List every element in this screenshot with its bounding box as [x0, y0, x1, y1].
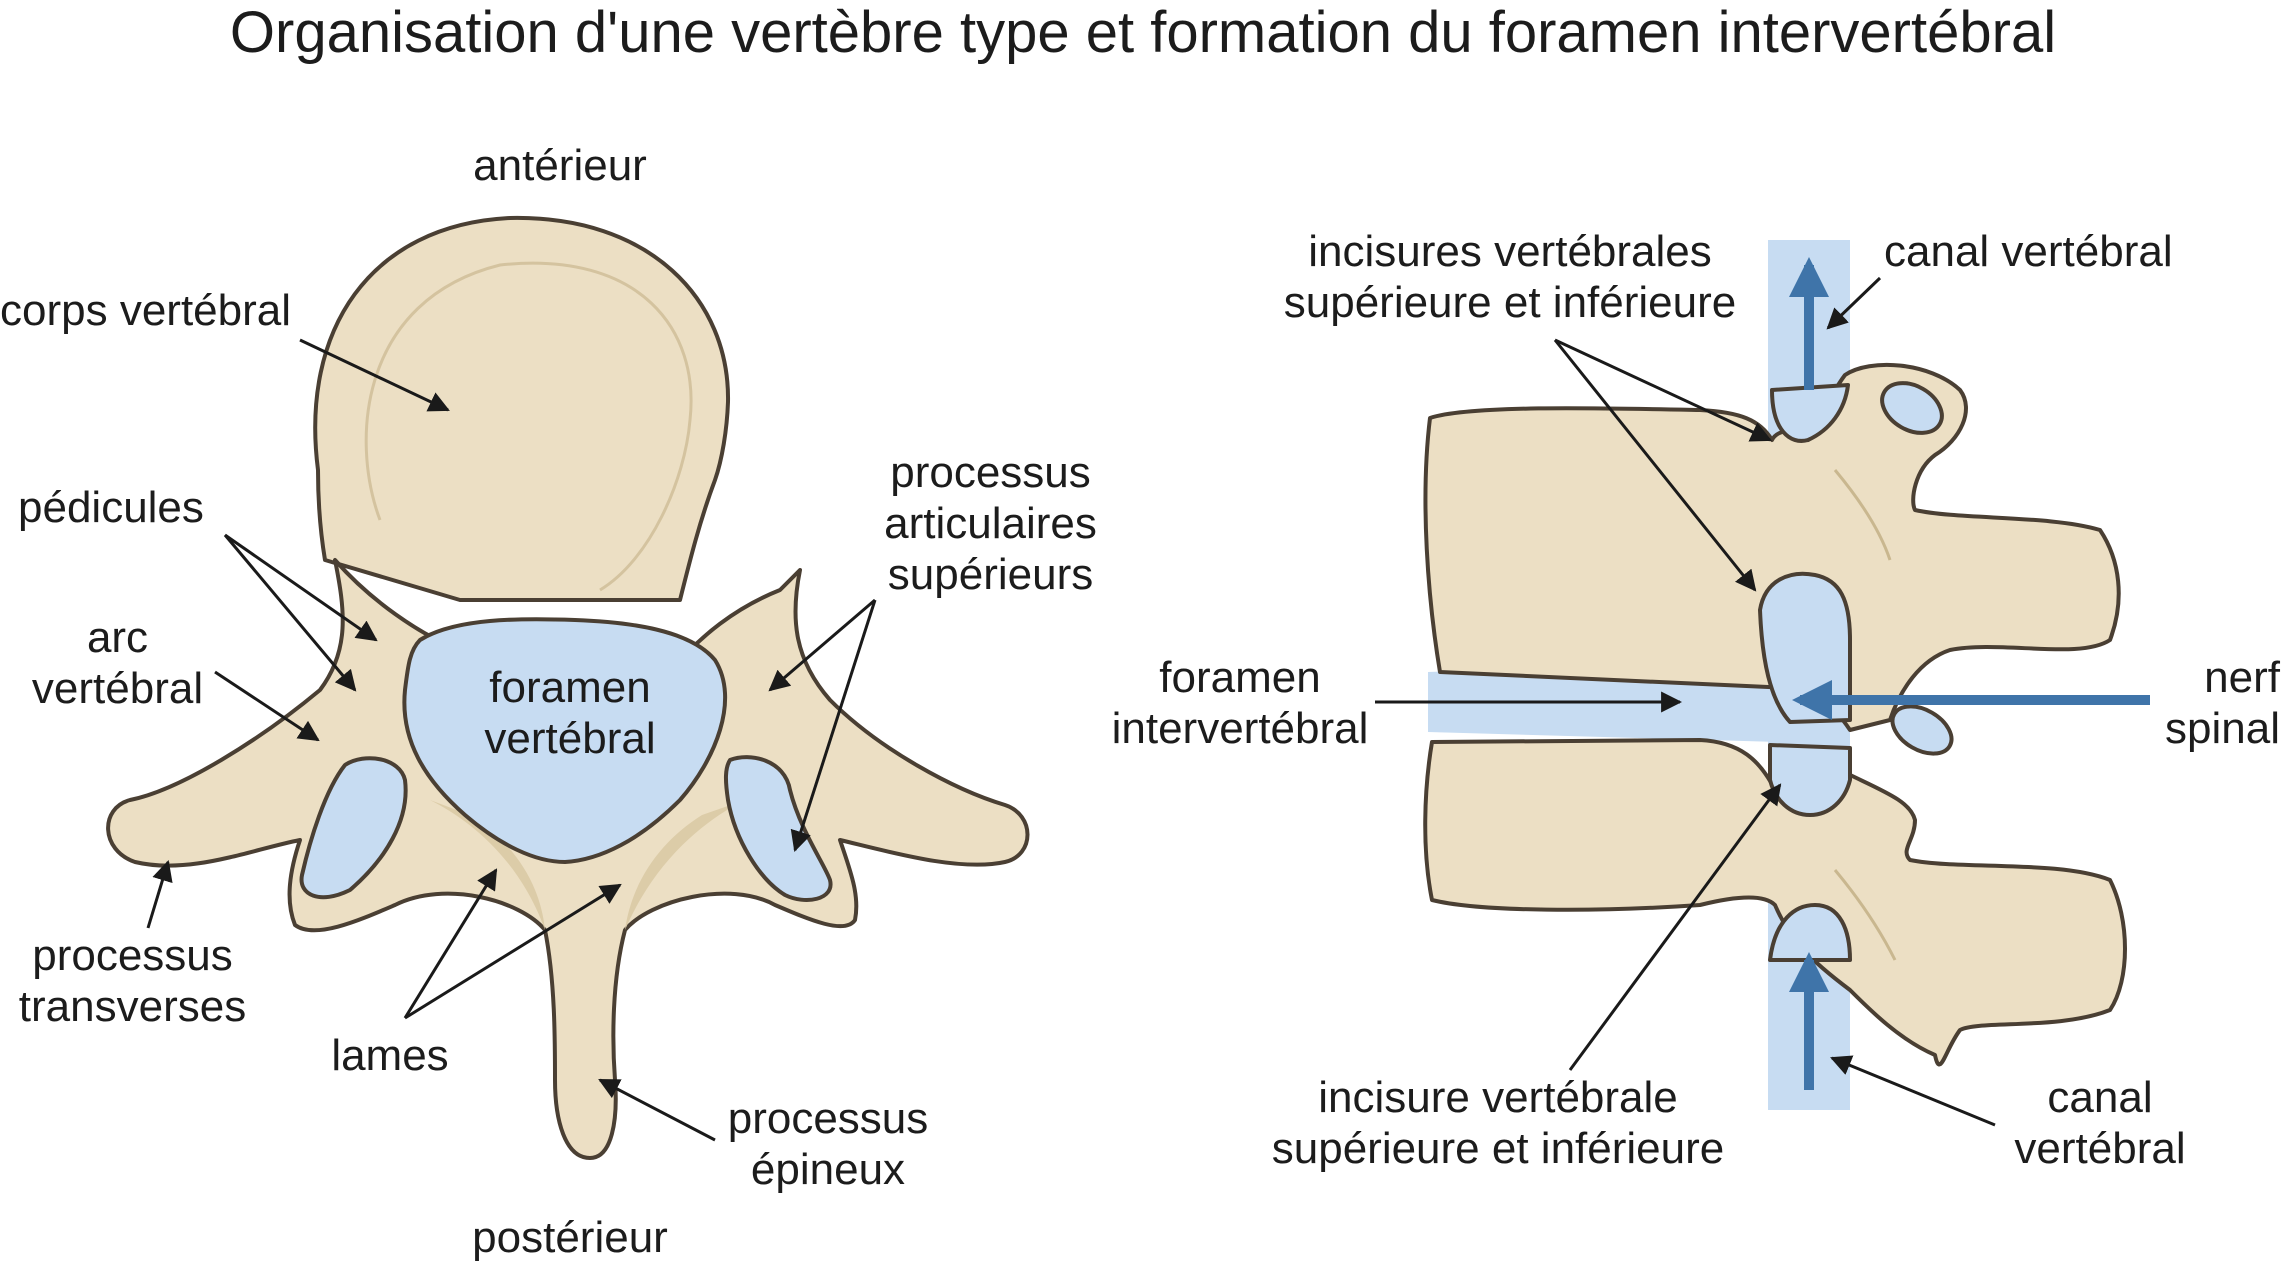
label-corps-vertebral: corps vertébral	[0, 286, 292, 335]
label-foramen-intervertebral: foramen intervertébral	[1095, 652, 1385, 754]
intervertebral-notch-lower	[1768, 743, 1852, 817]
vertebrae-lateral-view	[1423, 240, 2127, 1110]
label-incisures-bottom-line-1: incisure vertébrale	[1318, 1073, 1678, 1122]
label-foramen-line-2: vertébral	[484, 714, 656, 763]
vertebral-foramen	[402, 617, 728, 864]
label-nerf-spinal: nerf spinal	[2130, 652, 2280, 754]
lateral-articular-facet-middle	[1890, 704, 1954, 756]
ptr-articulaires-2	[790, 599, 877, 853]
articular-facet-right	[723, 755, 833, 902]
label-transverses-line-2: transverses	[18, 982, 247, 1031]
label-processus-epineux: processus épineux	[718, 1093, 938, 1195]
upper-vertebra-shading	[1833, 469, 1892, 561]
label-canal-vertebral-top: canal vertébral	[1884, 227, 2173, 276]
blue-arrows	[1789, 257, 2150, 1090]
label-canal-bottom-line-2: vertébral	[2014, 1124, 2186, 1173]
label-pedicules: pédicules	[18, 483, 204, 532]
label-incisures-top-line-1: incisures vertébrales	[1308, 227, 1712, 276]
ptr-corps	[299, 338, 450, 412]
ptr-articulaires-1	[768, 598, 876, 692]
vertebral-body	[313, 215, 731, 602]
label-nerf-line-2: spinal	[2165, 704, 2280, 753]
label-transverses-line-1: processus	[32, 931, 233, 980]
label-posterieur: postérieur	[472, 1213, 668, 1262]
label-epineux-line-1: processus	[727, 1094, 929, 1143]
ptr-incisures-top-2	[1553, 339, 1757, 592]
label-foramen-vertebral: foramen vertébral	[460, 662, 680, 764]
lower-vertebra	[1423, 738, 2127, 1067]
ptr-transverses	[146, 859, 173, 929]
ptr-arc	[214, 670, 320, 742]
label-articulaires-line-2: articulaires	[884, 499, 1097, 548]
ptr-lames-1	[403, 868, 498, 1019]
label-incisures-top-line-2: supérieure et inférieure	[1283, 278, 1737, 327]
label-incisures-bottom-line-2: supérieure et inférieure	[1271, 1124, 1725, 1173]
label-incisures-bottom: incisure vertébrale supérieure et inféri…	[1258, 1072, 1738, 1174]
lower-vertebra-shading	[1833, 869, 1897, 961]
diagram-title: Organisation d'une vertèbre type et form…	[229, 0, 2057, 65]
ptr-lames-2	[404, 883, 622, 1020]
label-incisures-top: incisures vertébrales supérieure et infé…	[1270, 226, 1750, 328]
label-canal-vertebral-bottom: canal vertébral	[2000, 1072, 2200, 1174]
ptr-canal-bottom	[1830, 1055, 1996, 1127]
label-arc-line-2: vertébral	[31, 664, 204, 713]
vertebra-superior-view	[106, 215, 1030, 1160]
label-arc-line-1: arc	[86, 613, 149, 662]
label-processus-articulaires: processus articulaires supérieurs	[868, 447, 1113, 600]
ptr-pedicule-2	[223, 534, 357, 692]
label-anterieur: antérieur	[473, 141, 647, 190]
label-processus-transverses: processus transverses	[10, 930, 255, 1032]
label-nerf-line-1: nerf	[2204, 653, 2280, 702]
ptr-canal-top	[1826, 276, 1882, 330]
upper-vertebral-notch-top	[1770, 383, 1850, 443]
label-arc-vertebral: arc vertébral	[20, 612, 215, 714]
lower-vertebral-notch-bottom	[1768, 903, 1852, 962]
ptr-incisures-bottom	[1568, 783, 1782, 1071]
lateral-articular-facet-top	[1880, 381, 1944, 435]
label-lames: lames	[331, 1031, 449, 1080]
label-articulaires-line-3: supérieurs	[887, 550, 1094, 599]
articular-facet-left	[299, 756, 408, 900]
label-canal-bottom-line-1: canal	[2047, 1073, 2153, 1122]
label-articulaires-line-1: processus	[890, 448, 1091, 497]
ptr-incisures-top-1	[1554, 338, 1772, 442]
label-foramen-line-1: foramen	[489, 663, 651, 712]
vertebral-body-endplate	[364, 261, 693, 592]
pointer-lines	[146, 276, 1996, 1142]
ptr-epineux	[598, 1078, 716, 1142]
ptr-pedicule-1	[224, 533, 378, 642]
label-foramen-inter-line-1: foramen	[1159, 653, 1321, 702]
label-epineux-line-2: épineux	[750, 1145, 906, 1194]
label-foramen-inter-line-2: intervertébral	[1111, 704, 1369, 753]
